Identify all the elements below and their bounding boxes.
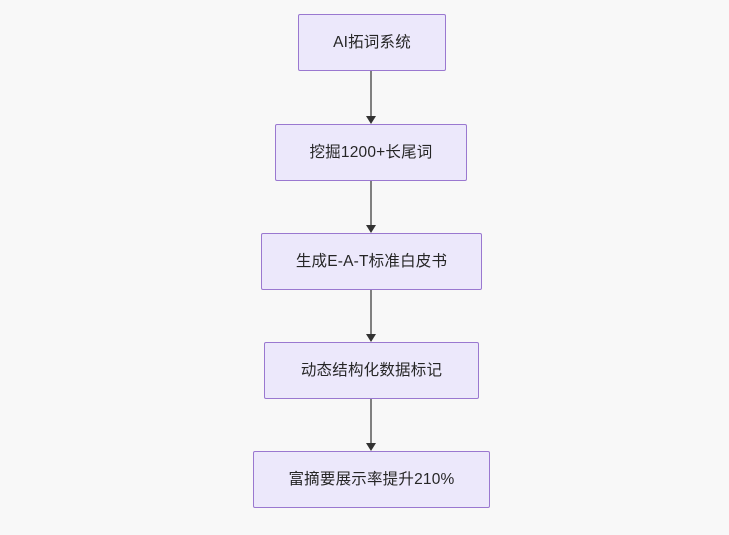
flow-arrowhead-icon bbox=[366, 116, 376, 124]
flow-node-label: 挖掘1200+长尾词 bbox=[309, 143, 433, 161]
flow-node-rich-snippet-impression-uplift[interactable]: 富摘要展示率提升210% bbox=[253, 451, 490, 508]
flow-edge-1 bbox=[366, 71, 376, 124]
flow-arrowhead-icon bbox=[366, 443, 376, 451]
flow-node-label: AI拓词系统 bbox=[333, 33, 411, 51]
flow-node-dynamic-structured-data-markup[interactable]: 动态结构化数据标记 bbox=[264, 342, 479, 399]
flow-edge-line bbox=[370, 181, 372, 226]
flow-node-mine-longtail-keywords[interactable]: 挖掘1200+长尾词 bbox=[275, 124, 467, 181]
flow-node-label: 动态结构化数据标记 bbox=[300, 361, 443, 379]
flow-node-ai-keyword-system[interactable]: AI拓词系统 bbox=[298, 14, 446, 71]
flow-edge-4 bbox=[366, 399, 376, 451]
flow-node-label: 生成E-A-T标准白皮书 bbox=[295, 252, 448, 270]
flow-arrowhead-icon bbox=[366, 334, 376, 342]
flow-node-label: 富摘要展示率提升210% bbox=[288, 470, 455, 488]
flow-edge-line bbox=[370, 290, 372, 335]
flow-edge-3 bbox=[366, 290, 376, 342]
flow-edge-line bbox=[370, 399, 372, 444]
flow-node-generate-eat-whitepaper[interactable]: 生成E-A-T标准白皮书 bbox=[261, 233, 482, 290]
flow-arrowhead-icon bbox=[366, 225, 376, 233]
flow-edge-line bbox=[370, 71, 372, 117]
flow-edge-2 bbox=[366, 181, 376, 233]
